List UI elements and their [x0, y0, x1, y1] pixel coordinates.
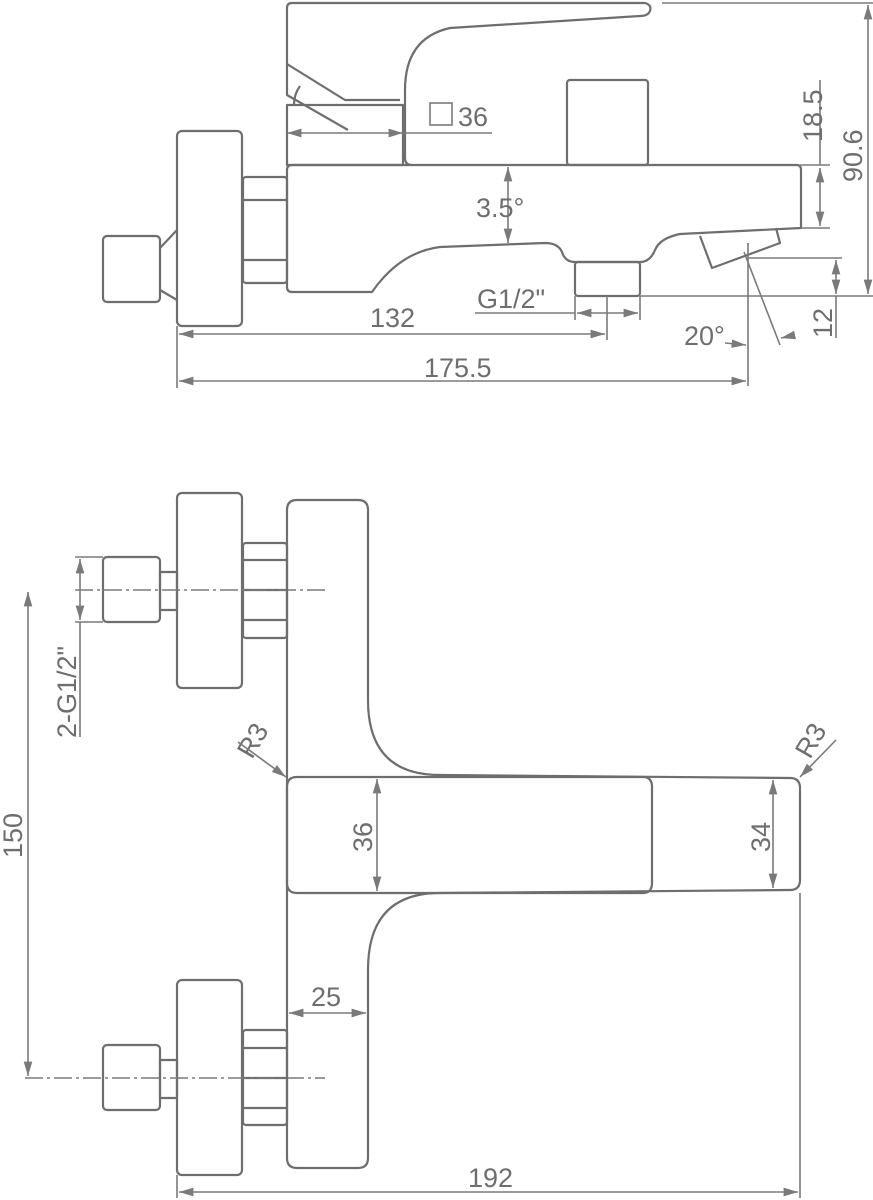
- radius-right-label: R3: [789, 718, 832, 763]
- dim-36-label: 36: [348, 822, 378, 852]
- square-symbol-icon: [429, 102, 453, 126]
- dim-12-label: 12: [808, 308, 838, 338]
- handle-connector: [159, 229, 178, 301]
- radius-left-label: R3: [231, 718, 274, 763]
- angle-3-5-label: 3.5°: [476, 193, 524, 223]
- angle-20-label: 20°: [684, 321, 725, 351]
- dim-34-label: 34: [746, 822, 776, 852]
- wall-flange: [175, 129, 244, 328]
- dim-150-label: 150: [0, 813, 28, 858]
- square-knob: [565, 78, 650, 167]
- inlet-handle: [101, 234, 162, 304]
- thread-2-g1-2-label: 2-G1/2": [52, 646, 82, 738]
- hex-nut: [241, 175, 289, 285]
- diverter: [698, 227, 782, 270]
- outlet-pipe: [573, 260, 642, 298]
- spout-face: [285, 775, 654, 895]
- faucet-body: [285, 163, 803, 294]
- square-36-label: 36: [458, 102, 488, 132]
- lower-stub: [158, 1058, 179, 1100]
- dim-175-5-label: 175.5: [424, 353, 492, 383]
- dim-90-6-label: 90.6: [838, 129, 868, 182]
- side-view: 36 18.5 90.6 3.5° G1/2" 132 175.5 20°: [101, 1, 873, 388]
- dim-18-5-label: 18.5: [798, 89, 828, 142]
- thread-g1-2-label: G1/2": [477, 284, 545, 314]
- cartridge: [285, 103, 405, 167]
- dim-25-label: 25: [311, 982, 341, 1012]
- upper-stub: [158, 570, 179, 612]
- dim-132-label: 132: [370, 303, 415, 333]
- lever-handle: [285, 1, 652, 167]
- top-view: 2-G1/2" 150 R3 R3 36 34 25 192: [0, 491, 837, 1198]
- dim-192-label: 192: [468, 1163, 513, 1193]
- faucet-body-top: [285, 498, 802, 1170]
